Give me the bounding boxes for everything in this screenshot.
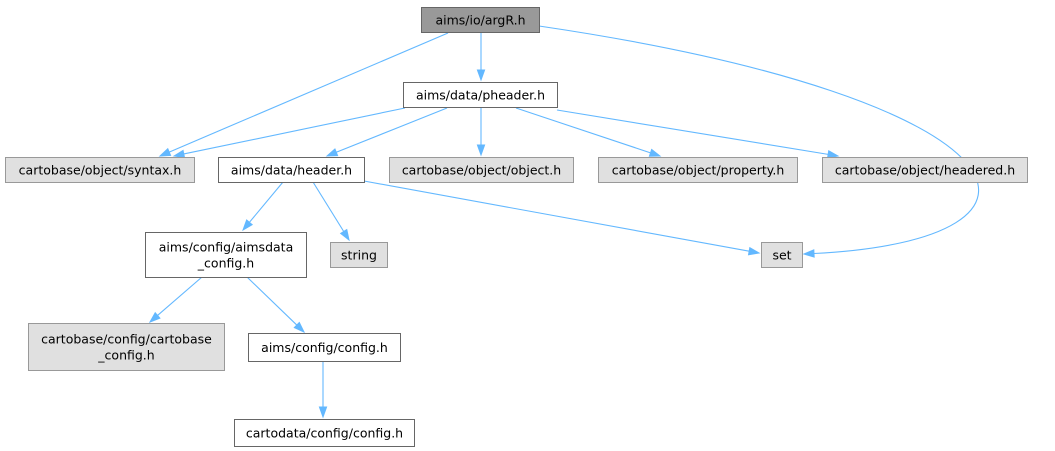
edge-header-to-aimsdata_config [242, 181, 284, 232]
edge-arrowhead [648, 148, 662, 157]
node-syntax: cartobase/object/syntax.h [5, 157, 195, 183]
node-label: cartobase/object/syntax.h [19, 163, 182, 178]
node-box [761, 242, 803, 268]
nodes-layer: aims/io/argR.h aims/data/pheader.h cartoba… [5, 7, 1028, 447]
node-label: cartobase/config/cartobase [41, 332, 212, 347]
edge-arrowhead [325, 148, 339, 157]
node-box [248, 333, 401, 362]
edge-argR-to-pheader [476, 32, 486, 82]
node-pheader[interactable]: aims/data/pheader.h [403, 82, 558, 108]
edge-arrowhead [339, 228, 350, 242]
edge-arrowhead [158, 147, 172, 157]
node-box [330, 242, 388, 268]
edge-line [168, 32, 449, 153]
edge-pheader-to-syntax [172, 107, 406, 159]
edge-line [246, 276, 298, 326]
node-label: cartobase/object/object.h [402, 163, 561, 178]
edge-line [312, 181, 345, 232]
edge-arrowhead [802, 249, 815, 258]
node-box [28, 323, 225, 371]
node-label: aims/data/header.h [231, 163, 352, 178]
node-aims_config[interactable]: aims/config/config.h [248, 333, 401, 362]
node-label: cartobase/object/property.h [612, 163, 785, 178]
edge-line [157, 276, 203, 316]
node-label: aims/io/argR.h [435, 13, 525, 28]
node-label: _config.h [97, 348, 154, 363]
node-label: cartodata/config/config.h [246, 426, 403, 441]
edge-arrowhead [318, 406, 328, 419]
node-box [403, 82, 558, 108]
node-label: string [341, 248, 377, 263]
edge-header-to-set [363, 180, 761, 256]
node-aimsdata_config[interactable]: aims/config/aimsdata_config.h [145, 232, 307, 278]
node-box [389, 157, 574, 183]
edge-aims_config-to-cartodata_config [318, 361, 328, 419]
edge-pheader-to-property [515, 107, 662, 157]
node-set: set [761, 242, 803, 268]
node-label: _config.h [197, 256, 254, 271]
edge-aimsdata_config-to-cartobase_config [148, 276, 203, 323]
node-box [234, 419, 415, 447]
edge-line [183, 107, 406, 155]
node-box [421, 7, 540, 33]
edge-aimsdata_config-to-aims_config [246, 276, 306, 334]
node-box [145, 232, 307, 278]
edge-line [538, 25, 980, 255]
edge-arrowhead [148, 311, 161, 323]
edge-arrowhead [293, 321, 306, 334]
node-label: aims/config/config.h [261, 340, 388, 355]
edge-line [515, 107, 651, 154]
edge-line [248, 181, 284, 223]
edge-argR-to-syntax [158, 32, 449, 157]
edge-line [556, 109, 829, 155]
node-string: string [330, 242, 388, 268]
node-box [822, 157, 1028, 183]
edge-pheader-to-object [476, 108, 486, 157]
edge-argR-to-set [538, 25, 980, 258]
node-header[interactable]: aims/data/header.h [218, 157, 365, 183]
edges-layer [148, 25, 980, 419]
node-label: cartobase/object/headered.h [835, 163, 1015, 178]
node-label: aims/config/aimsdata [159, 240, 293, 255]
edge-pheader-to-headered [556, 109, 840, 159]
edge-pheader-to-header [325, 107, 448, 157]
node-label: aims/data/pheader.h [416, 88, 545, 103]
edge-arrowhead [826, 150, 840, 159]
edge-arrowhead [172, 149, 186, 159]
node-object: cartobase/object/object.h [389, 157, 574, 183]
node-argR[interactable]: aims/io/argR.h [421, 7, 540, 33]
node-box [218, 157, 365, 183]
edge-arrowhead [747, 246, 761, 256]
node-box [5, 157, 195, 183]
edge-header-to-string [312, 181, 350, 242]
node-cartodata_config[interactable]: cartodata/config/config.h [234, 419, 415, 447]
node-property: cartobase/object/property.h [598, 157, 798, 183]
edge-arrowhead [242, 219, 254, 232]
edge-arrowhead [476, 69, 486, 82]
node-label: set [772, 248, 791, 263]
node-box [598, 157, 798, 183]
edge-arrowhead [476, 144, 486, 157]
node-headered: cartobase/object/headered.h [822, 157, 1028, 183]
edge-line [363, 180, 750, 252]
edge-line [336, 107, 448, 153]
node-cartobase_config: cartobase/config/cartobase_config.h [28, 323, 225, 371]
